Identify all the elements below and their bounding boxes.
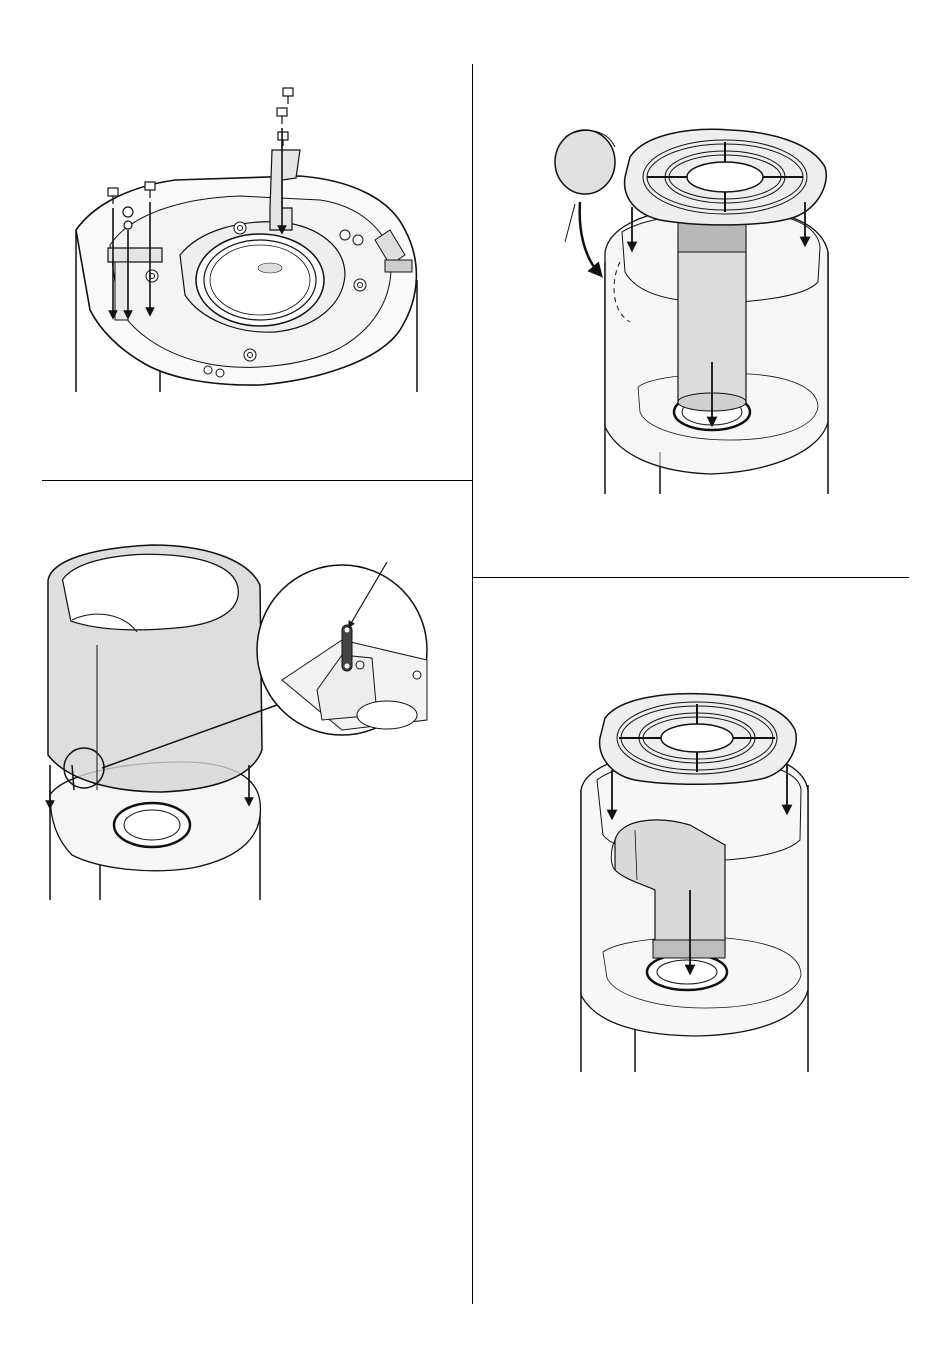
- left-horizontal-divider: [42, 480, 472, 481]
- fig-top-left: [60, 80, 460, 410]
- fig-bottom-right: [575, 690, 835, 1075]
- fig-top-right: [550, 122, 850, 497]
- vertical-divider: [472, 64, 473, 1304]
- right-horizontal-divider: [472, 577, 909, 578]
- fig-mid-left: [42, 540, 462, 905]
